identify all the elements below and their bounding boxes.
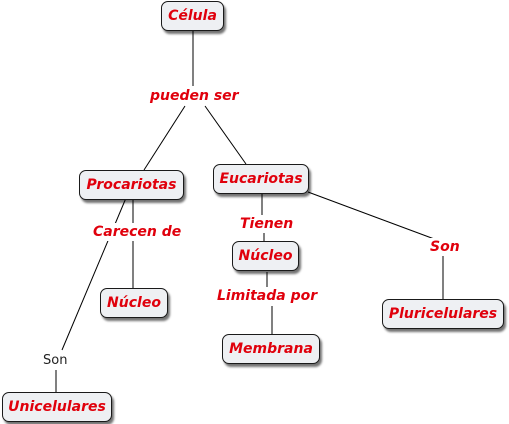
line-procariotas-son (61, 197, 127, 351)
concept-nucleo-eucariotas[interactable]: Núcleo (232, 241, 299, 271)
link-label-carecen-de: Carecen de (91, 223, 184, 241)
concept-eucariotas[interactable]: Eucariotas (213, 164, 309, 194)
line-puedenser-eucariotas (204, 105, 247, 165)
concept-procariotas[interactable]: Procariotas (79, 170, 184, 200)
link-label-tienen: Tienen (238, 215, 296, 233)
line-puedenser-procariotas (143, 105, 186, 171)
concept-nucleo-procariotas[interactable]: Núcleo (100, 288, 168, 318)
link-label-son-procariotas: Son (41, 352, 70, 370)
concept-membrana[interactable]: Membrana (222, 334, 320, 364)
concept-unicelulares[interactable]: Unicelulares (2, 392, 112, 422)
link-label-limitada-por: Limitada por (215, 287, 320, 305)
concept-pluricelulares[interactable]: Pluricelulares (382, 299, 504, 329)
link-label-pueden-ser: pueden ser (148, 87, 241, 105)
concept-celula[interactable]: Célula (161, 1, 224, 31)
link-label-son-eucariotas: Son (428, 238, 462, 256)
line-eucariotas-son (307, 191, 438, 241)
